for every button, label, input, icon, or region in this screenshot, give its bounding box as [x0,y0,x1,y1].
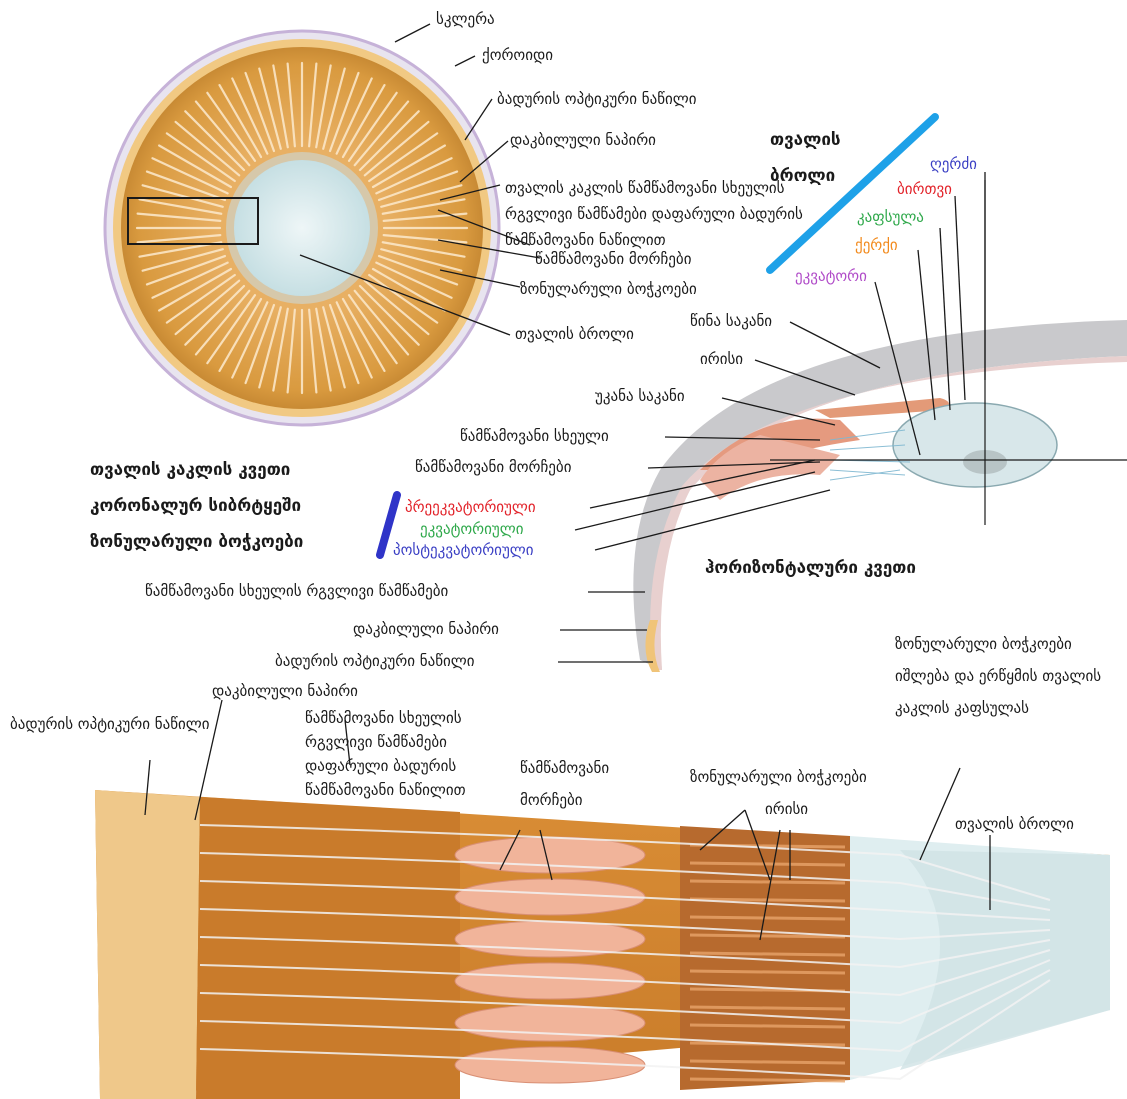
iris-stripe [690,917,845,919]
label-choroid: ქოროიდი [482,46,553,65]
label-zonular-bottom: ზონულარული ბოჭკოები [690,768,867,787]
iris-stripe [690,863,845,865]
coronal-section-illustration [105,31,499,425]
label-cortex: ქერქი [855,236,898,255]
label-sclera: სკლერა [436,10,495,29]
label-posterior-chamber: უკანა საკანი [595,387,685,406]
label-lens: თვალის ბროლი [515,325,634,344]
bottom-band-illustration [95,790,1110,1099]
iris-stripe [690,1025,845,1027]
label-postequatorial: პოსტეკვატორიული [393,541,534,560]
label-retina-bottom: ბადურის ოპტიკური ნაწილი [10,708,210,740]
label-equator: ეკვატორი [795,267,867,286]
iris-stripe [690,953,845,955]
title-coronal-section: თვალის კაკლის კვეთი კორონალურ სიბრტყეში … [90,452,390,560]
label-retina-optic: ბადურის ოპტიკური ნაწილი [497,90,696,109]
label-iris-bottom: ირისი [765,800,808,819]
label-ciliary-processes: წამწამოვანი მორჩები [535,250,691,269]
label-capsule: კაფსულა [857,208,924,227]
label-lens-bottom: თვალის ბროლი [955,815,1074,834]
iris-stripe [690,971,845,973]
label-processes-bottom: წამწამოვანი მორჩები [520,752,640,816]
label-axis: ღერძი [930,155,977,174]
title-horizontal-section: ჰორიზონტალური კვეთი [705,550,916,586]
label-ciliary-folds-mid: წამწამოვანი სხეულის რგვლივი წამწამები [145,582,448,601]
iris-stripe [690,1061,845,1063]
label-iris: ირისი [700,350,743,369]
label-folds-bottom: წამწამოვანი სხეულის რგვლივი წამწამები და… [305,706,505,802]
label-zonular-fibers: ზონულარული ბოჭკოები [520,280,697,299]
label-ora-bottom: დაკბილული ნაპირი [212,682,358,701]
label-preequatorial: პრეეკვატორიული [405,498,536,517]
label-ciliary-processes-right: წამწამოვანი მორჩები [415,458,571,477]
iris-stripe [690,881,845,883]
iris-stripe [690,1007,845,1009]
title-lens: თვალის ბროლი [770,122,880,194]
iris-stripe [690,1079,845,1081]
label-ora-serrata: დაკბილული ნაპირი [510,131,656,150]
label-retina-mid: ბადურის ოპტიკური ნაწილი [275,652,474,671]
label-ciliary-body: წამწამოვანი სხეული [460,427,609,446]
label-zonule-note: ზონულარული ბოჭკოები იშლება და ერწყმის თვ… [895,628,1115,724]
label-equatorial: ეკვატორიული [420,520,523,539]
label-nucleus: ბირთვი [897,180,952,199]
label-anterior-chamber: წინა საკანი [690,312,772,331]
label-ora-mid: დაკბილული ნაპირი [353,620,499,639]
